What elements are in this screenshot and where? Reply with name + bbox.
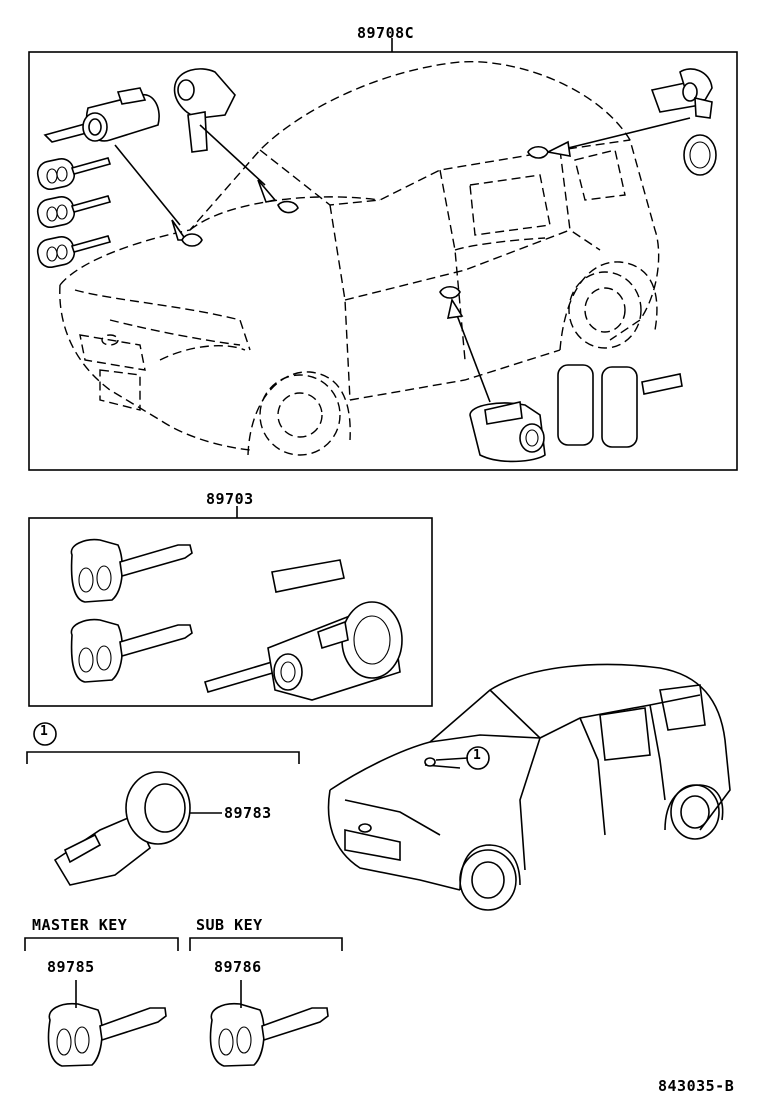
- leader-callout-1-car: [435, 757, 469, 761]
- ignition-cylinder-mid: [204, 601, 403, 701]
- figure-code: 843035-B: [658, 1077, 735, 1095]
- bracket-sub-key: [189, 937, 343, 951]
- part-number-89785: 89785: [47, 958, 95, 976]
- transponder-chip-mid: [271, 559, 345, 593]
- master-key-drawing: [47, 1002, 167, 1067]
- master-key-label: MASTER KEY: [32, 916, 128, 934]
- pad-right: [601, 366, 638, 448]
- hood-lock-assembly: [173, 68, 236, 153]
- part-number-89703: 89703: [206, 490, 254, 508]
- large-car-outline: [59, 60, 660, 456]
- callout-number-1: 1: [40, 724, 49, 739]
- part-number-89786: 89786: [214, 958, 262, 976]
- key-coil-ring: [53, 771, 191, 886]
- bracket-callout-1: [26, 751, 300, 764]
- part-number-89708C: 89708C: [357, 24, 415, 42]
- transponder-chip-top: [641, 373, 683, 395]
- key-set-key-1: [70, 538, 193, 603]
- key-top-3: [36, 235, 112, 269]
- sub-key-drawing: [209, 1002, 329, 1067]
- callout-circle-1: [33, 722, 57, 746]
- frame-lock-cylinder-set: [28, 51, 738, 471]
- key-top-2: [36, 195, 112, 229]
- key-top-1: [36, 157, 112, 191]
- pad-left: [557, 364, 594, 446]
- callout-number-1-car: 1: [473, 748, 482, 763]
- part-number-89783: 89783: [224, 804, 272, 822]
- bracket-master-key: [24, 937, 179, 951]
- small-car: [327, 663, 731, 911]
- sub-key-label: SUB KEY: [196, 916, 263, 934]
- key-set-key-2: [70, 618, 193, 683]
- callout-circle-1-car: [466, 746, 490, 770]
- back-door-lock-assembly: [650, 68, 717, 176]
- frame-key-set: [28, 517, 433, 707]
- ignition-key-assembly: [43, 87, 160, 143]
- door-lock-assembly: [469, 401, 546, 463]
